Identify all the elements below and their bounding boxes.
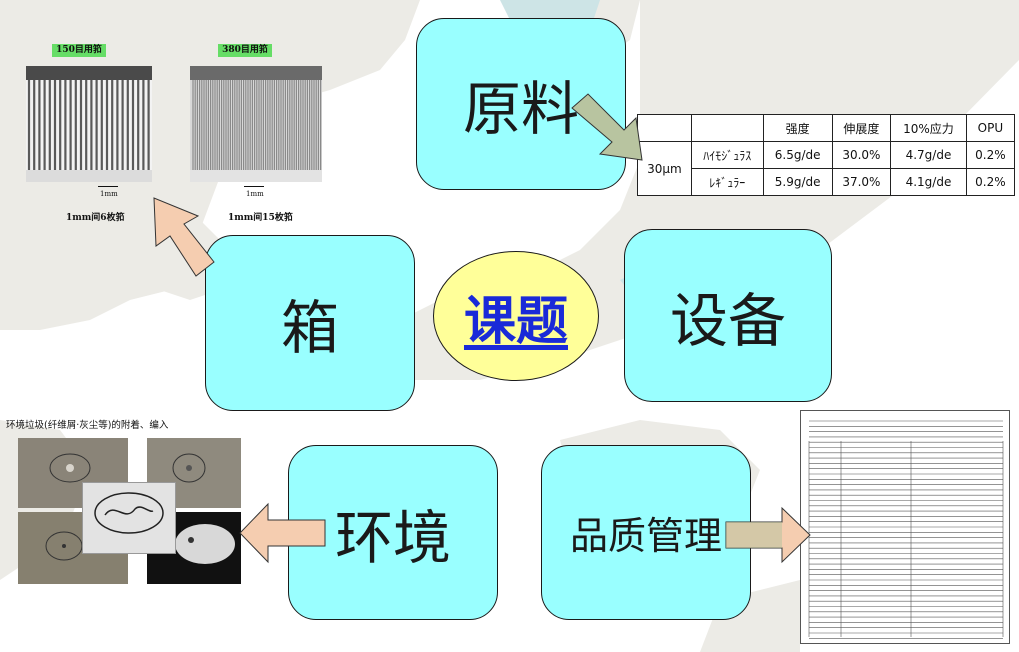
environment-photo-zoom <box>82 482 176 554</box>
scale-label-380: 1mm <box>246 190 264 198</box>
center-topic[interactable]: 课题 <box>433 251 599 381</box>
table-cell: 5.9g/de <box>762 168 833 196</box>
node-raw-material[interactable]: 原料 <box>416 18 626 190</box>
foil-photo-380 <box>190 66 322 182</box>
quality-document-image <box>800 410 1010 644</box>
table-corner-cell <box>690 114 764 142</box>
table-row-label: ﾚｷﾞｭﾗｰ <box>690 168 764 196</box>
table-cell: 37.0% <box>831 168 892 196</box>
scale-bar-380 <box>244 186 264 187</box>
foil-label-380: 380目用筘 <box>218 44 272 57</box>
table-header-row: 强度 伸展度 10%应力 OPU <box>637 114 1016 142</box>
table-header: 10%应力 <box>890 114 967 142</box>
scale-bar-150 <box>98 186 118 187</box>
table-row-label: ﾊｲﾓｼﾞｭﾗｽ <box>690 141 764 169</box>
foil-caption-150: 1mm间6枚筘 <box>66 213 125 223</box>
table-cell: 0.2% <box>965 141 1016 169</box>
node-raw-material-label: 原料 <box>462 75 579 143</box>
node-quality-management[interactable]: 品质管理 <box>541 445 751 620</box>
node-environment[interactable]: 环境 <box>288 445 498 620</box>
table-row: 30μm ﾊｲﾓｼﾞｭﾗｽ 6.5g/de 30.0% 4.7g/de 0.2% <box>637 141 1016 196</box>
node-foil-label: 箱 <box>280 294 339 362</box>
table-cell: 4.1g/de <box>890 168 967 196</box>
scale-label-150: 1mm <box>100 190 118 198</box>
table-header: 伸展度 <box>831 114 892 142</box>
environment-caption: 环境垃圾(纤维屑·灰尘等)的附着、编入 <box>6 420 169 431</box>
foil-label-150: 150目用筘 <box>52 44 106 57</box>
foil-photo-panel: 150目用筘 380目用筘 1mm 1mm 1mm间6枚筘 1mm间15枚筘 <box>22 40 332 225</box>
table-cell: 0.2% <box>965 168 1016 196</box>
node-environment-label: 环境 <box>334 503 451 572</box>
table-cell: 4.7g/de <box>890 141 967 169</box>
table-group-label: 30μm <box>637 141 692 196</box>
node-equipment-label: 设备 <box>669 286 786 355</box>
table-corner-cell <box>637 114 692 142</box>
table-row: ﾚｷﾞｭﾗｰ 5.9g/de 37.0% 4.1g/de 0.2% <box>638 168 1016 196</box>
table-cell: 30.0% <box>831 141 892 169</box>
spec-table: 强度 伸展度 10%应力 OPU 30μm ﾊｲﾓｼﾞｭﾗｽ 6.5g/de 3… <box>637 114 1016 196</box>
table-header: 强度 <box>762 114 833 142</box>
table-header: OPU <box>965 114 1016 142</box>
center-topic-link[interactable]: 课题 <box>463 291 568 352</box>
node-foil[interactable]: 箱 <box>205 235 415 411</box>
table-cell: 6.5g/de <box>762 141 833 169</box>
foil-caption-380: 1mm间15枚筘 <box>228 213 293 223</box>
node-quality-management-label: 品质管理 <box>569 514 722 558</box>
node-equipment[interactable]: 设备 <box>624 229 832 402</box>
foil-photo-150 <box>26 66 152 182</box>
spec-table-panel: 强度 伸展度 10%应力 OPU 30μm ﾊｲﾓｼﾞｭﾗｽ 6.5g/de 3… <box>637 114 1016 196</box>
